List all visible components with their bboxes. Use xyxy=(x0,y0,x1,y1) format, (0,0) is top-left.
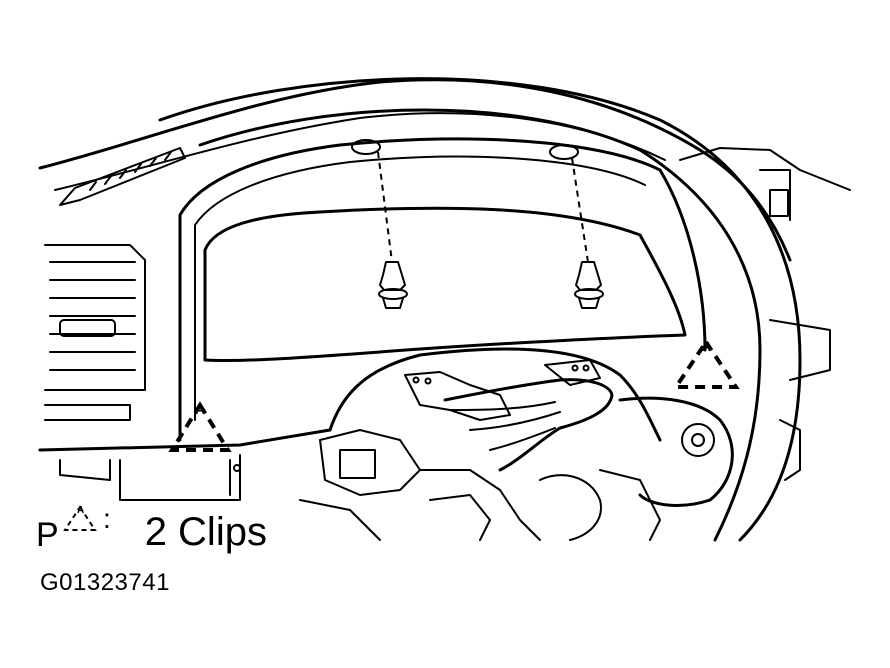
legend-colon: : xyxy=(103,503,111,534)
legend: P 2 Clips xyxy=(36,492,267,552)
clip-marker-right: A xyxy=(672,338,740,389)
column-cover xyxy=(328,347,662,442)
clip-hole-right xyxy=(549,144,579,160)
steering-wheel-rim-inner xyxy=(198,108,762,542)
legend-triangle-icon: A xyxy=(63,505,97,531)
clip-marker-left-label: A xyxy=(195,401,205,417)
steering-wheel-rim-outer xyxy=(158,77,802,542)
lower-mechanism xyxy=(299,429,661,541)
side-vent xyxy=(44,244,146,421)
column-bracket xyxy=(404,371,511,421)
hand xyxy=(443,378,614,472)
clip-right xyxy=(574,261,604,309)
legend-prefix: P xyxy=(36,516,59,554)
legend-triangle-label: A xyxy=(77,505,84,516)
clip-guide-line-right xyxy=(571,157,589,263)
figure-code: G01323741 xyxy=(40,569,170,596)
clip-left xyxy=(378,261,408,309)
screw-hole xyxy=(233,464,241,472)
cluster-hood-inner xyxy=(194,155,646,421)
clip-marker-right-label: A xyxy=(701,338,711,354)
dashboard-top-edge xyxy=(38,78,792,262)
legend-text: 2 Clips xyxy=(144,510,267,554)
clip-hole-left xyxy=(351,139,381,155)
steering-column-barrel xyxy=(618,396,734,507)
dashboard-top-inner-edge xyxy=(54,112,666,191)
lower-dash-panel xyxy=(59,454,241,501)
clip-marker-left: A xyxy=(168,401,232,452)
cluster-glass xyxy=(203,206,687,363)
defroster-vent xyxy=(59,147,186,206)
lower-dash-edge xyxy=(38,428,332,452)
cluster-hood-outer xyxy=(178,137,707,442)
clip-guide-line-left xyxy=(377,151,393,263)
right-side-panel xyxy=(679,147,851,481)
